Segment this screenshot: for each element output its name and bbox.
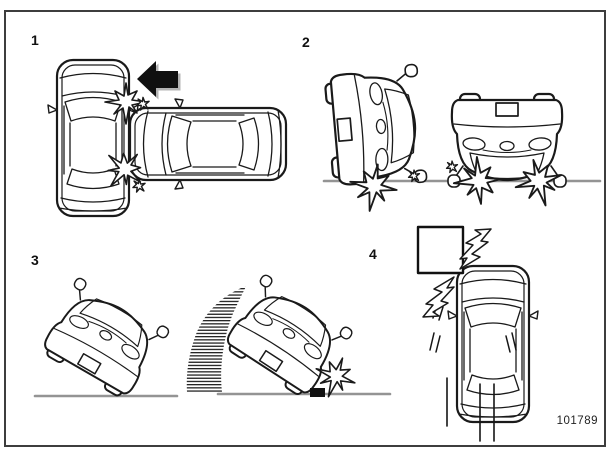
colliding-car-top-view [446,264,540,424]
panel-3-label: 3 [31,252,39,268]
tipping-motion-arc [186,286,246,392]
panel-2-rollover [322,63,602,216]
panel-4-label: 4 [369,246,377,262]
lightning-impact-icon [422,276,455,318]
lightning-impact-icon [459,228,492,270]
panel-3-tipping [33,272,392,405]
travel-path-lines [446,377,495,442]
motion-tick-lines [429,303,517,353]
striking-car-top-view [128,97,288,191]
overturned-car [446,92,568,189]
panel-1-label: 1 [31,32,39,48]
obstacle-box [416,225,465,275]
panel-4-oblique-collision [416,225,540,442]
small-star-icon [136,96,150,111]
panel-1-side-impact [46,58,288,218]
struck-car-top-view [46,58,140,218]
small-star-icon [132,178,146,193]
tilted-car [35,275,172,404]
panel-2-label: 2 [302,34,310,50]
curb-block [310,388,325,397]
figure-code: 101789 [556,415,598,427]
impact-direction-arrow-icon [137,61,181,100]
small-star-icon [445,160,459,174]
